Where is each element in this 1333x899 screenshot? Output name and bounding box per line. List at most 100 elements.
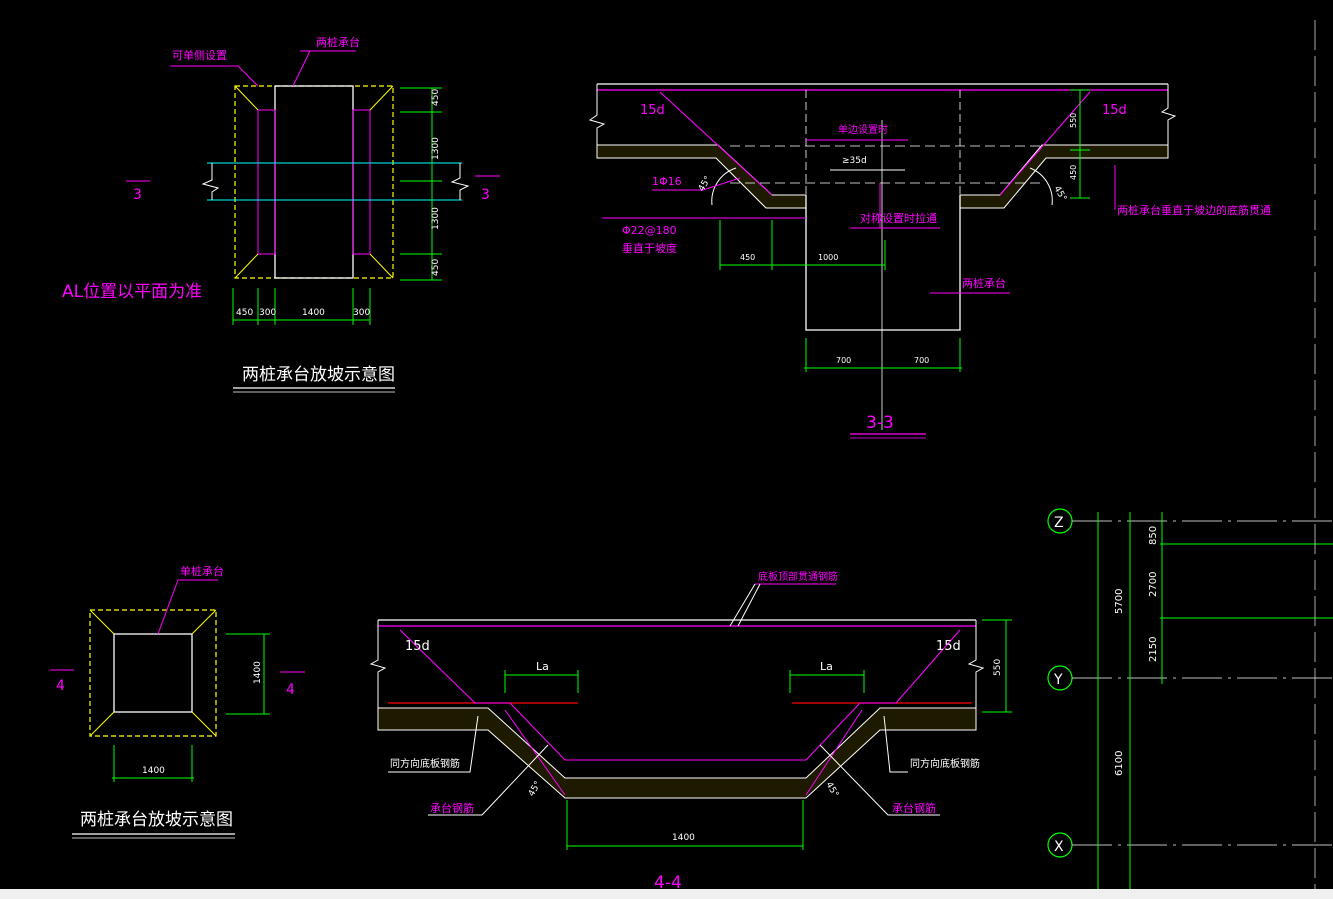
leader-cap — [292, 50, 311, 87]
section-number: 3 — [133, 187, 142, 203]
leader — [819, 744, 940, 816]
label-rebar: 1Φ16 — [652, 175, 682, 188]
section-3-3: 15d 15d 550 450 单边设置时 ≥35d 1Φ16 45° 45° … — [588, 83, 1271, 439]
slope-edge-right — [352, 109, 371, 255]
dim-text: 1400 — [672, 833, 695, 843]
label-same-dir: 同方向底板钢筋 — [390, 757, 460, 770]
section-number: 4 — [286, 682, 295, 698]
leader — [428, 744, 549, 816]
dim-text: 450 — [236, 308, 253, 318]
dim-text: 5700 — [1114, 589, 1125, 614]
slope-rebar — [399, 629, 961, 761]
dim-text: 1300 — [431, 207, 441, 230]
dim-text: 300 — [353, 308, 370, 318]
plan-two-pile-cap: 可单侧设置 两桩承台 450 1300 1300 450 450 300 140… — [62, 35, 500, 393]
label-rebar: 垂直于坡度 — [622, 241, 677, 255]
hatch-band — [377, 707, 977, 799]
label-15d: 15d — [936, 639, 961, 654]
slope-outline-dashed — [89, 609, 217, 737]
label-symmetric: 对称设置时拉通 — [860, 211, 937, 225]
label-35d: ≥35d — [842, 156, 867, 166]
dim-text: 1400 — [302, 308, 325, 318]
label-cap-rebar: 承台钢筋 — [430, 801, 474, 815]
corner-line — [89, 711, 115, 737]
break-mark-left — [201, 163, 220, 200]
label-top-rebar: 底板顶部贯通钢筋 — [758, 570, 838, 583]
dim-text: 450 — [1069, 165, 1078, 180]
slope-rebar — [504, 709, 566, 796]
label-cap-rebar: 承台钢筋 — [892, 801, 936, 815]
leader — [883, 715, 908, 773]
break-mark — [369, 620, 387, 710]
label-15d: 15d — [405, 639, 430, 654]
label-la: La — [820, 660, 833, 673]
leader — [652, 177, 741, 191]
label-15d: 15d — [1102, 103, 1127, 118]
slope-rebar — [999, 91, 1091, 196]
slope-rebar — [805, 709, 863, 796]
dim-text: 2700 — [1148, 572, 1159, 597]
leader — [737, 583, 761, 627]
label-same-dir: 同方向底板钢筋 — [910, 757, 980, 770]
dim-text: 550 — [1069, 113, 1078, 128]
break-mark — [588, 84, 606, 145]
cap-outline — [113, 633, 193, 713]
dim-text: 700 — [836, 356, 851, 365]
bottom-status-strip — [0, 889, 1333, 899]
section-number: 4 — [56, 678, 65, 694]
dim-text: 700 — [914, 356, 929, 365]
label-rebar: Φ22@180 — [622, 224, 677, 237]
angle-arc — [711, 167, 737, 206]
drawing-title: 两桩承台放坡示意图 — [242, 365, 395, 385]
dim-text: 450 — [740, 253, 755, 262]
corner-line — [369, 85, 394, 111]
dim-text: 300 — [259, 308, 276, 318]
leader — [729, 583, 756, 627]
label-la: La — [536, 660, 549, 673]
leader-side — [170, 65, 259, 87]
dim-text: 450 — [431, 259, 441, 276]
label-cap: 单桩承台 — [180, 564, 224, 578]
dim-text: 1000 — [818, 253, 838, 262]
corner-line — [234, 85, 259, 111]
axis-label: Z — [1054, 515, 1064, 531]
label-side: 可单侧设置 — [172, 49, 227, 62]
label-cap: 两桩承台 — [962, 276, 1006, 290]
pile-cap — [805, 195, 961, 331]
corner-line — [89, 609, 115, 635]
label-15d: 15d — [640, 103, 665, 118]
dim-text: 6100 — [1114, 751, 1125, 776]
slope-edge-left — [257, 109, 276, 255]
axis-label: X — [1054, 839, 1064, 855]
break-mark — [1160, 84, 1177, 145]
dim-text: 550 — [993, 659, 1003, 676]
label-single-side: 单边设置时 — [838, 124, 888, 136]
slope-rebar — [659, 91, 773, 196]
corner-line — [191, 711, 217, 737]
drawing-title: 4-4 — [654, 873, 682, 889]
break-mark-right — [450, 163, 470, 200]
corner-line — [234, 253, 259, 279]
axis-label: Y — [1053, 672, 1063, 688]
dim-text: 1400 — [253, 661, 263, 684]
drawing-title: 3-3 — [866, 413, 894, 433]
dim-text: 450 — [431, 89, 441, 106]
dim-text: 1400 — [142, 766, 165, 776]
leader — [388, 715, 479, 773]
angle-arc — [1029, 167, 1053, 206]
label-cap: 两桩承台 — [316, 35, 360, 49]
section-4-4: 底板顶部贯通钢筋 15d 15d La La 550 同方向底板钢筋 同方向底板… — [369, 570, 1012, 889]
plan-single-pile-cap: 单桩承台 1400 1400 4 4 两桩承台放坡示意图 — [50, 564, 305, 839]
dim-text: 1300 — [431, 137, 441, 160]
drawing-title: 两桩承台放坡示意图 — [80, 810, 233, 830]
dim-text: 2150 — [1148, 637, 1159, 662]
section-number: 3 — [481, 187, 490, 203]
label-right-note: 两桩承台垂直于坡边的底筋贯通 — [1117, 203, 1271, 217]
grid-axes: Z Y X 5700 6100 850 2700 2150 — [1047, 20, 1333, 889]
note-text: AL位置以平面为准 — [62, 282, 202, 302]
dim-text: 850 — [1148, 526, 1159, 545]
corner-line — [191, 609, 217, 635]
break-mark — [967, 620, 985, 710]
